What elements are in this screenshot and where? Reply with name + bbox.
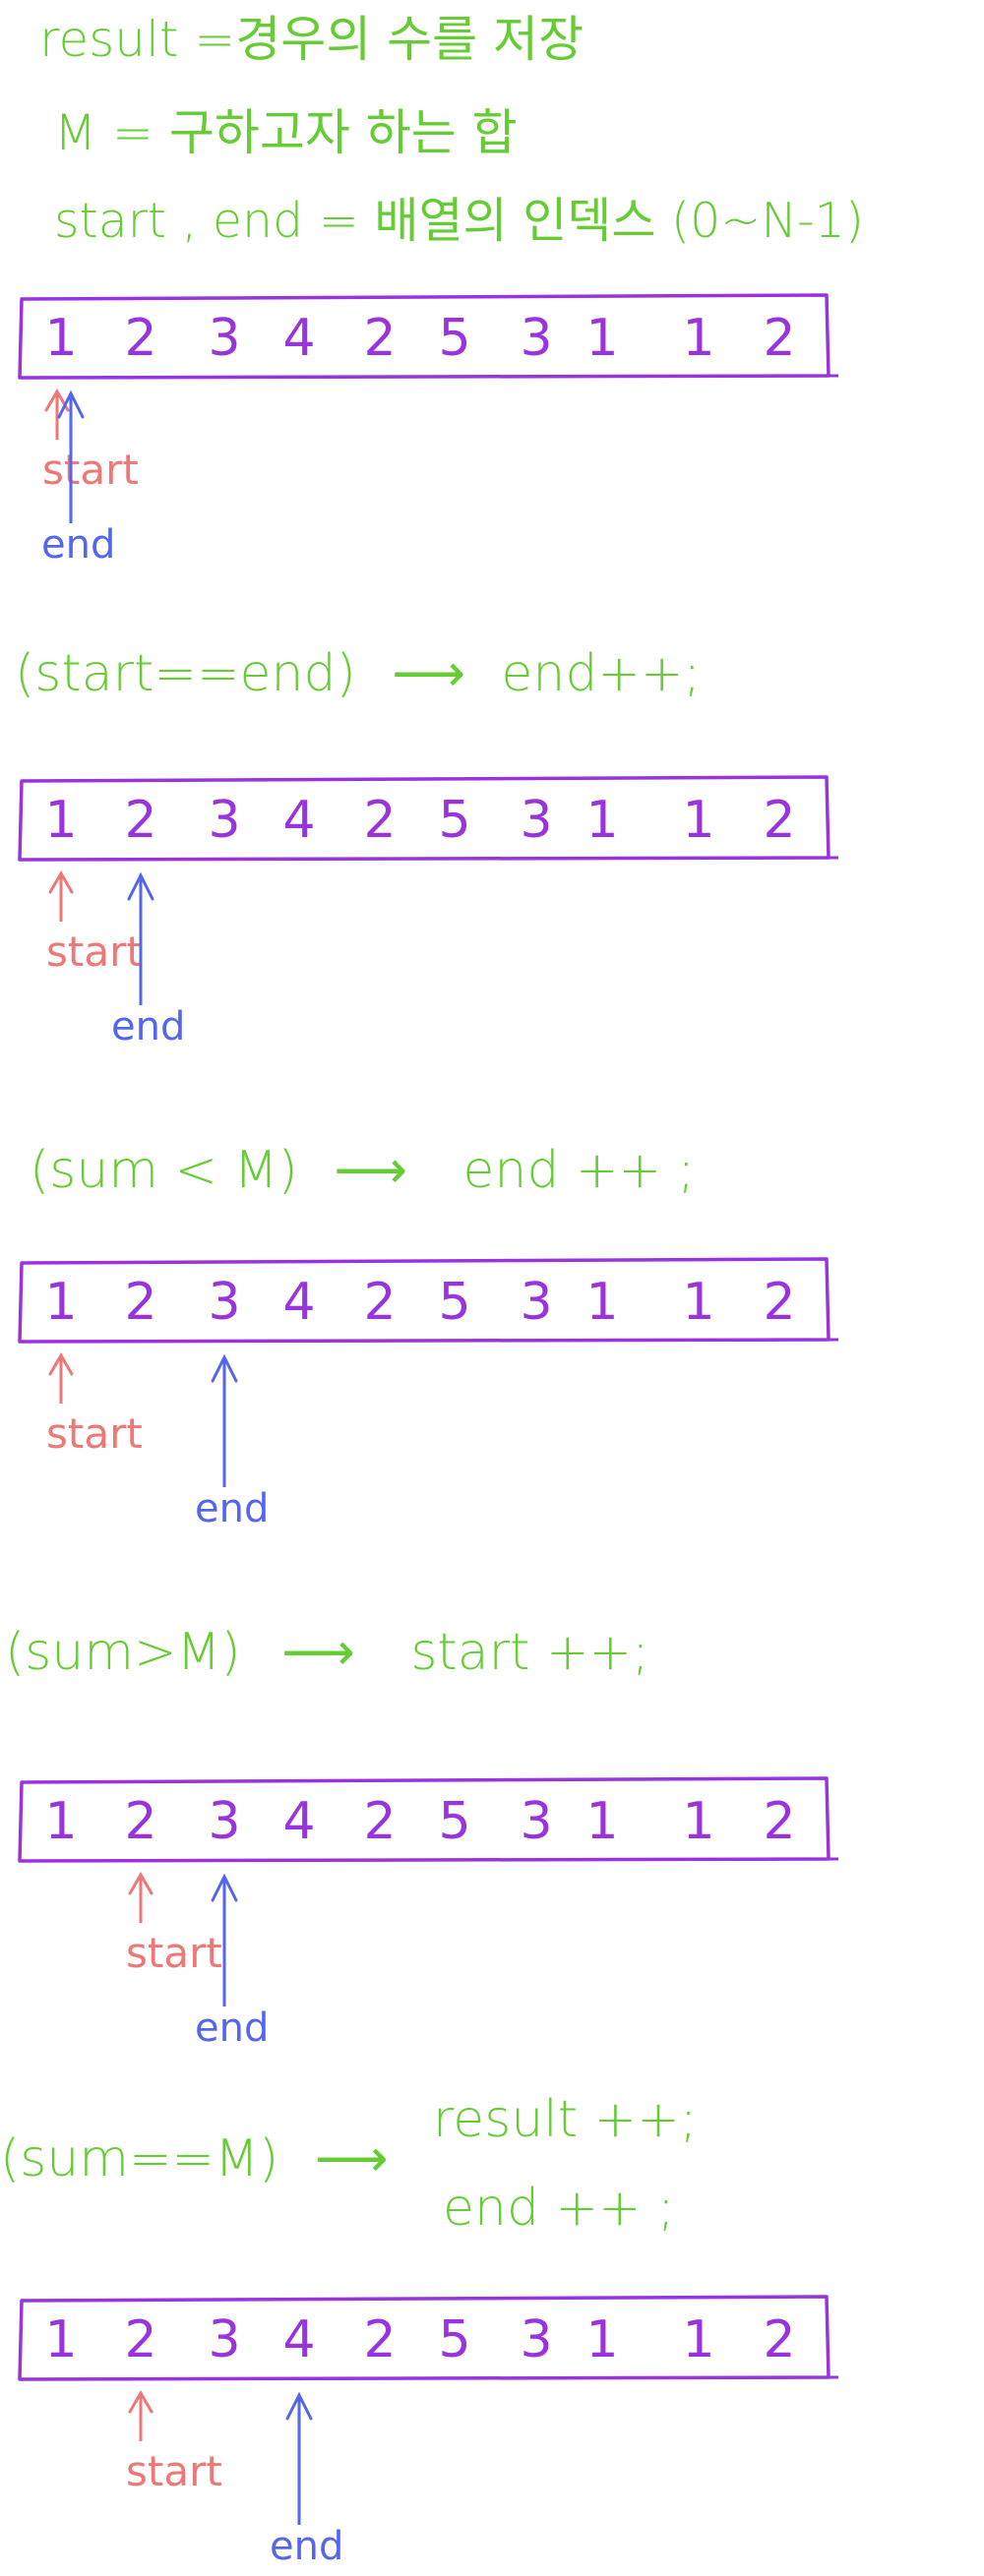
arrow-icon: ⟶: [281, 1623, 355, 1682]
rule-sum-less-than-m: (sum < M) ⟶ end ++ ;: [30, 1141, 695, 1200]
array-cell: 3: [208, 1792, 240, 1851]
rule-sum-equals-m: (sum==M) ⟶: [0, 2129, 388, 2188]
array-cell: 1: [44, 2310, 77, 2369]
array-cell: 4: [282, 1792, 315, 1851]
array-cell: 5: [438, 309, 470, 368]
array-cell: 1: [44, 1273, 77, 1332]
arrow-icon: ⟶: [314, 2129, 389, 2188]
rule-action: end++;: [501, 644, 702, 703]
array-cell: 1: [585, 791, 618, 850]
array-cell: 2: [363, 1792, 396, 1851]
array-cell: 2: [363, 2310, 396, 2369]
rule-action-end: end ++ ;: [443, 2179, 675, 2238]
array-cell: 2: [763, 1273, 795, 1332]
array-cell: 3: [520, 309, 552, 368]
array-cell: 2: [763, 791, 795, 850]
array-cell: 2: [124, 309, 156, 368]
array-cell: 2: [763, 2310, 795, 2369]
array-cell: 5: [438, 1792, 470, 1851]
start-label: start: [126, 1929, 222, 1977]
start-label: start: [46, 1409, 143, 1458]
array-cell: 1: [44, 791, 77, 850]
end-arrowhead: [127, 871, 154, 901]
rule-condition: (sum==M): [0, 2129, 279, 2188]
array-cell: 2: [124, 1792, 156, 1851]
end-label: end: [195, 1486, 269, 1531]
array-cell: 2: [763, 1792, 795, 1851]
array-cell: 1: [44, 1792, 77, 1851]
array-cell: 1: [585, 2310, 618, 2369]
definition-start-end: start , end = 배열의 인덱스 (0~N-1): [54, 193, 864, 249]
rule-condition: (sum < M): [30, 1141, 298, 1200]
array-cell: 2: [363, 309, 396, 368]
array-cell: 3: [208, 1273, 240, 1332]
array-cell: 1: [682, 1792, 714, 1851]
rule-action: start ++;: [410, 1623, 649, 1682]
array-cell: 2: [363, 791, 396, 850]
array-cell: 1: [44, 309, 77, 368]
array-cell: 3: [520, 2310, 552, 2369]
array-cell: 3: [520, 1792, 552, 1851]
definition-result: result =경우의 수를 저장: [39, 11, 584, 68]
rule-condition: (sum>M): [5, 1623, 241, 1682]
array-cell: 1: [585, 1273, 618, 1332]
array-cell: 4: [282, 1273, 315, 1332]
array-cell: 2: [363, 1273, 396, 1332]
array-cell: 3: [208, 791, 240, 850]
rule-start-equals-end: (start==end) ⟶ end++;: [15, 644, 701, 703]
start-arrowhead: [48, 1352, 74, 1376]
start-label: start: [42, 446, 139, 494]
array-cell: 1: [682, 309, 714, 368]
array-cell: 1: [682, 1273, 714, 1332]
array-cell: 1: [682, 2310, 714, 2369]
end-arrowhead: [211, 1873, 238, 1902]
array-cell: 3: [208, 2310, 240, 2369]
end-label: end: [111, 1004, 185, 1049]
start-label: start: [126, 2447, 222, 2495]
array-cell: 3: [208, 309, 240, 368]
definition-m: M = 구하고자 하는 합: [54, 104, 518, 161]
array-cell: 1: [585, 1792, 618, 1851]
array-cell: 2: [124, 2310, 156, 2369]
array-cell: 4: [282, 791, 315, 850]
array-cell: 2: [763, 309, 795, 368]
arrow-icon: ⟶: [334, 1141, 407, 1200]
start-arrowhead: [128, 2390, 154, 2414]
array-cell: 1: [585, 309, 618, 368]
end-arrowhead: [57, 389, 85, 419]
rule-action-result: result ++;: [433, 2090, 698, 2149]
array-cell: 5: [438, 1273, 470, 1332]
rule-action: end ++ ;: [462, 1141, 696, 1200]
start-label: start: [46, 928, 143, 976]
array-cell: 2: [124, 1273, 156, 1332]
array-cell: 5: [438, 2310, 470, 2369]
end-arrowhead: [211, 1353, 238, 1383]
end-arrowhead: [285, 2391, 313, 2421]
start-arrowhead: [48, 870, 74, 894]
end-label: end: [195, 2006, 269, 2051]
rule-condition: (start==end): [15, 644, 356, 703]
end-label: end: [41, 522, 115, 568]
arrow-icon: ⟶: [392, 644, 465, 703]
array-cell: 1: [682, 791, 714, 850]
start-arrowhead: [128, 1872, 154, 1895]
end-label: end: [270, 2524, 343, 2569]
array-cell: 5: [438, 791, 470, 850]
rule-sum-greater-than-m: (sum>M) ⟶ start ++;: [5, 1623, 649, 1682]
array-cell: 3: [520, 1273, 552, 1332]
array-cell: 3: [520, 791, 552, 850]
array-cell: 2: [124, 791, 156, 850]
array-cell: 4: [282, 309, 315, 368]
array-cell: 4: [282, 2310, 315, 2369]
